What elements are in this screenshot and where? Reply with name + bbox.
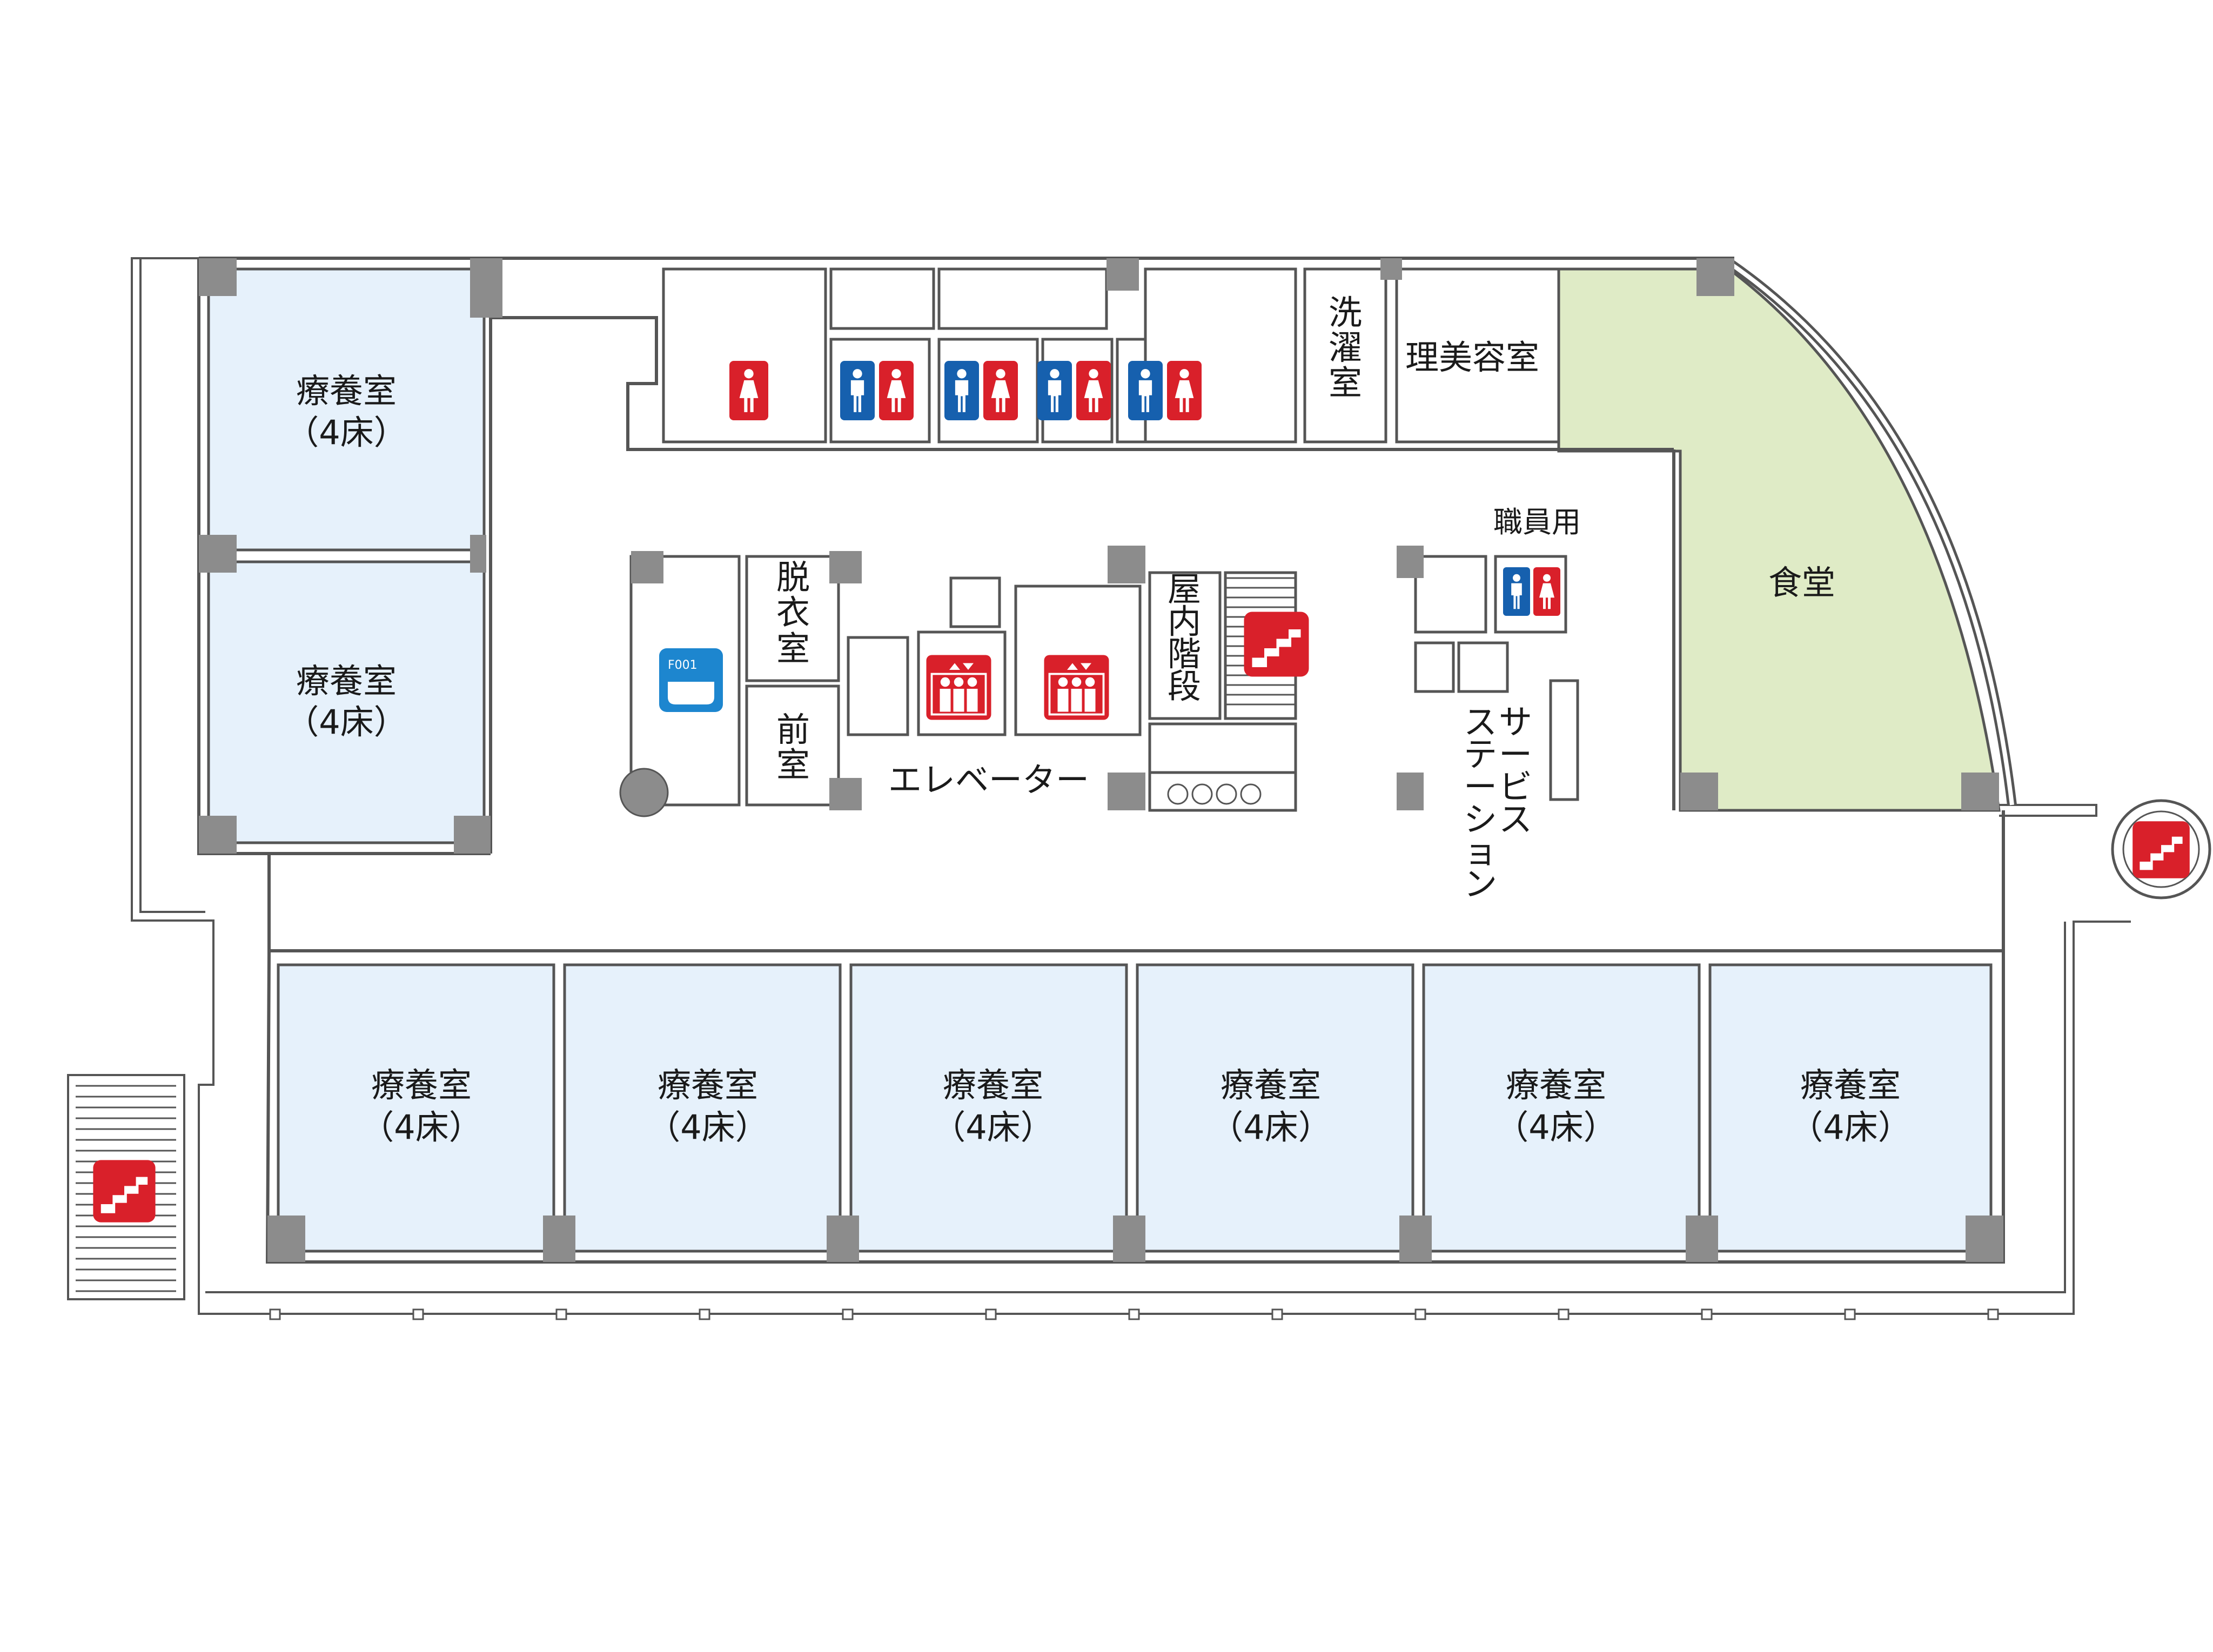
railing-post	[1271, 1308, 1283, 1320]
railing-post	[985, 1308, 997, 1320]
service-station-char: ー	[1464, 767, 1497, 807]
undress-label-3: 室	[776, 629, 810, 668]
top-service-rooms	[662, 267, 1560, 444]
patient-room-fills	[207, 267, 1993, 1253]
dining-curved-wall-inner	[1727, 260, 2014, 805]
room-bed-count: （4床）	[1789, 1107, 1911, 1147]
outer-terrace	[131, 257, 2131, 1315]
room-label: 療養室	[658, 1065, 758, 1105]
room-bed-count: （4床）	[285, 413, 407, 452]
barber-label: 理美容室	[1405, 338, 1539, 377]
room-label: 療養室	[1220, 1065, 1321, 1105]
facility-labels: 食堂 理美容室 職員用 エレベーター 洗 濯 室 脱 衣 室 前 室 屋 内 階…	[776, 293, 1835, 904]
vent-circles	[1167, 783, 1262, 805]
room-bed-count: （4床）	[932, 1107, 1054, 1147]
service-station-char: ス	[1464, 702, 1497, 742]
patient-room-labels: 療養室 （4床） 療養室 （4床） 療養室 （4床） 療養室 （4床） 療養室 …	[285, 371, 1911, 1147]
railing-post	[412, 1308, 424, 1320]
railing-post	[1844, 1308, 1856, 1320]
round-column	[619, 768, 669, 817]
anteroom-label-1: 前	[776, 710, 810, 749]
dining-area	[1557, 267, 2001, 812]
balcony-posts	[269, 1308, 1999, 1320]
right-spiral-stair	[2111, 799, 2211, 899]
bathtub-icon: F001	[659, 648, 723, 712]
room-bed-count: （4床）	[647, 1107, 768, 1147]
stairs-icon	[93, 1160, 156, 1223]
service-station-char: サ	[1499, 702, 1532, 742]
elevator-label: エレベーター	[888, 760, 1089, 800]
service-station-char: ン	[1464, 864, 1497, 904]
railing-post	[1558, 1308, 1570, 1320]
room-label: 療養室	[943, 1065, 1043, 1105]
service-station-char: ョ	[1464, 832, 1497, 871]
room-label: 療養室	[1800, 1065, 1901, 1105]
stairs-icon	[1244, 612, 1309, 677]
structural-columns	[199, 258, 2003, 1262]
room-bed-count: （4床）	[360, 1107, 482, 1147]
dining-label: 食堂	[1768, 563, 1835, 602]
room-bed-count: （4床）	[1495, 1107, 1617, 1147]
railing-post	[555, 1308, 567, 1320]
service-station-char: ー	[1499, 735, 1532, 774]
railing-post	[269, 1308, 281, 1320]
railing-post	[1701, 1308, 1713, 1320]
undress-label-1: 脱	[776, 558, 810, 597]
elevator-icon	[925, 654, 993, 721]
laundry-label-2: 濯	[1329, 328, 1362, 367]
railing-post	[1987, 1308, 1999, 1320]
toilet-icons	[729, 361, 1560, 616]
bath-code: F001	[668, 659, 698, 672]
service-station-char: シ	[1464, 800, 1497, 839]
railing-post	[1414, 1308, 1426, 1320]
room-label: 療養室	[296, 661, 397, 701]
room-bed-count: （4床）	[1210, 1107, 1331, 1147]
service-station-char: テ	[1464, 735, 1497, 774]
laundry-label-3: 室	[1329, 363, 1362, 402]
indoor-stairs-label-4: 段	[1168, 667, 1201, 706]
railing-post	[842, 1308, 854, 1320]
laundry-label-1: 洗	[1329, 293, 1362, 332]
room-bed-count: （4床）	[285, 702, 407, 742]
indoor-stairs-label-3: 階	[1168, 634, 1201, 674]
staff-label: 職員用	[1493, 505, 1581, 539]
anteroom-label-2: 室	[776, 745, 810, 784]
room-label: 療養室	[371, 1065, 472, 1105]
room-label: 療養室	[296, 371, 397, 411]
railing-post	[1128, 1308, 1140, 1320]
elevator-icon	[1043, 654, 1110, 721]
indoor-stairs-label-2: 内	[1168, 602, 1201, 641]
service-station-char: ス	[1499, 800, 1532, 839]
undress-label-2: 衣	[776, 593, 810, 632]
left-exterior-stair	[67, 1074, 185, 1300]
stairs-icon	[2132, 821, 2190, 878]
indoor-stairs-label-1: 屋	[1168, 569, 1201, 609]
room-label: 療養室	[1506, 1065, 1606, 1105]
service-station-char: ビ	[1499, 767, 1532, 807]
railing-post	[699, 1308, 710, 1320]
